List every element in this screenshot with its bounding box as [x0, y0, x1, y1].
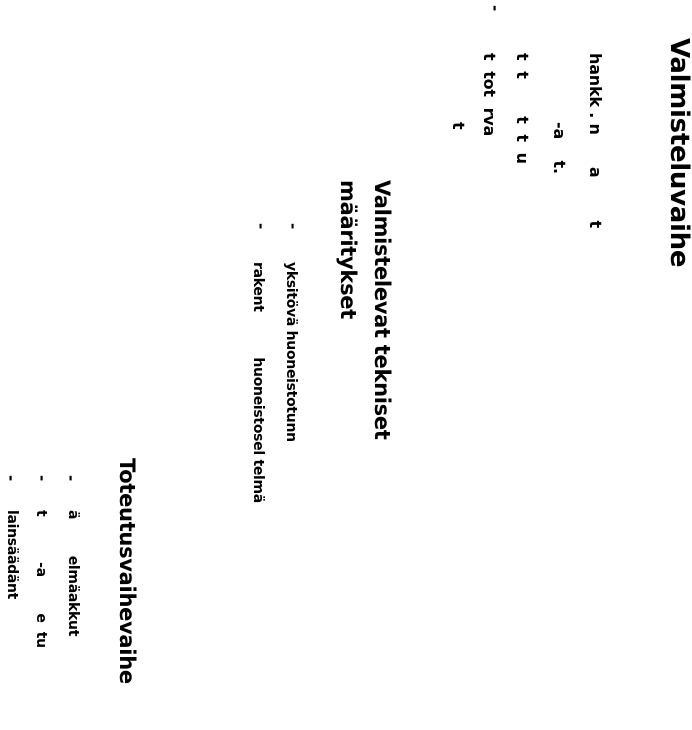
section-3-bullet-1: - — [62, 475, 80, 482]
section-3-item-2: t -a e tu — [33, 510, 49, 648]
section-1-line-4: t tot rva — [480, 53, 499, 137]
section-1-line-3: t t t t u — [513, 53, 532, 164]
section-2-item-2: rakent huoneistosel telmä — [250, 262, 266, 503]
section-3-item-1: ä elmäakkut — [65, 510, 81, 637]
section-2-bullet-2: - — [252, 223, 270, 230]
section-1-line-2: -a t. — [550, 122, 569, 174]
section-2-bullet-1: - — [284, 223, 302, 230]
section-2-item-1: yksitövä huoneistotunn — [283, 262, 299, 442]
section-2-heading-line-1: Valmistelevat tekniset — [370, 180, 394, 440]
section-3-heading: Toteutusvaihevaihe — [115, 458, 139, 684]
section-1-line-1: hankk . n a t — [586, 53, 605, 228]
section-3-bullet-3: - — [2, 475, 20, 482]
section-3-bullet-2: - — [33, 475, 51, 482]
section-2-heading-line-2: määritykset — [336, 180, 360, 319]
section-1-bullet: - — [486, 5, 504, 12]
section-1-line-5: t — [449, 122, 468, 130]
section-1-heading: Valmisteluvaihe — [664, 38, 692, 268]
section-3-item-3: lainsäädänt — [4, 510, 20, 600]
